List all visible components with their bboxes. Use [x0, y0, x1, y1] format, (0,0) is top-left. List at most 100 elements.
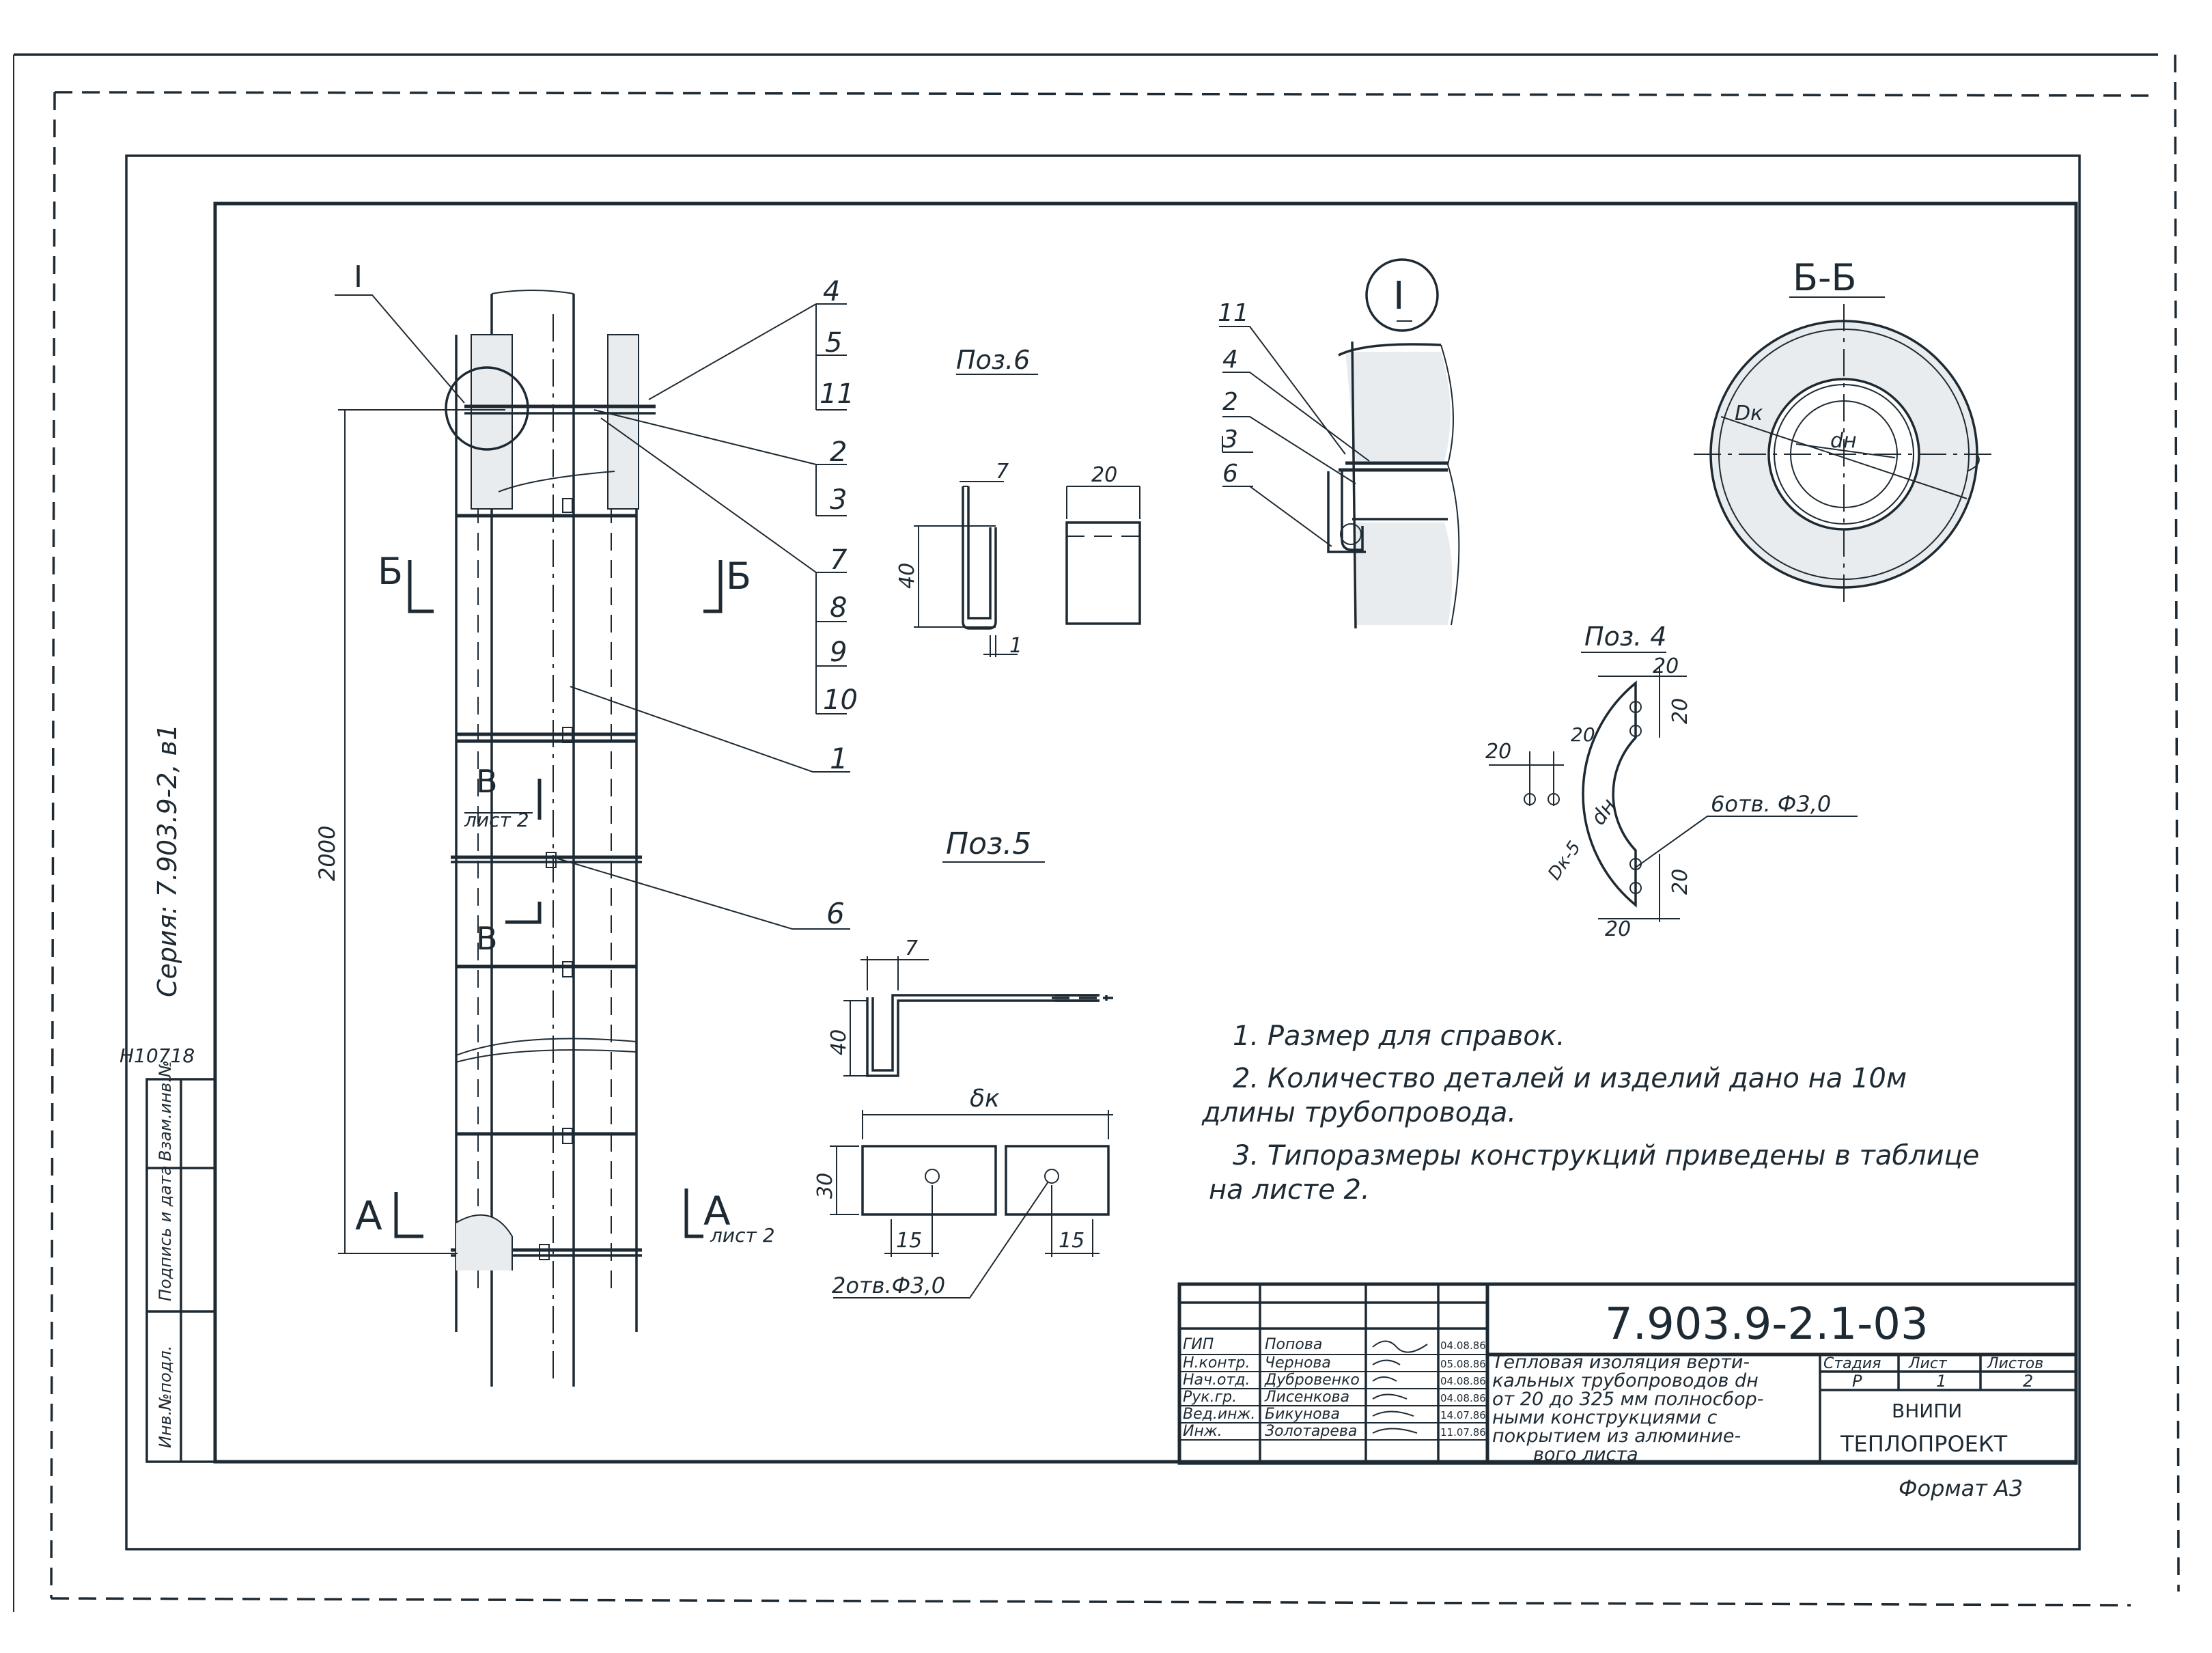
note-1: 1. Размер для справок. [1233, 1020, 1565, 1052]
section-a-left: А [355, 1193, 382, 1239]
callout-2: 2 [830, 436, 847, 468]
role-nachotd: Нач.отд. [1183, 1372, 1250, 1389]
main-pipe-view [445, 290, 656, 1387]
detail-i-callout-2: 2 [1222, 388, 1238, 416]
section-bb: Б-Б Dк dн [1694, 256, 1994, 605]
name-nachotd: Дубровенко [1264, 1372, 1360, 1389]
pos5-dim-15b: 15 [1059, 1229, 1084, 1253]
date-gip: 04.08.86 [1440, 1339, 1486, 1352]
section-a-right: А [703, 1188, 731, 1234]
pos5-dim-30: 30 [813, 1173, 837, 1199]
callout-3: 3 [830, 484, 847, 516]
date-vedinzh: 14.07.86 [1440, 1409, 1486, 1421]
sheet-value: 1 [1936, 1372, 1946, 1391]
callout-11: 11 [820, 378, 854, 410]
callout-8: 8 [830, 592, 847, 624]
section-v-top: В [476, 763, 498, 800]
callout-stack-top: 4 5 11 [648, 276, 854, 411]
pos4-dim-20-top: 20 [1653, 654, 1679, 678]
section-b-left: Б [378, 550, 403, 593]
pos6-title: Поз.6 [956, 345, 1030, 375]
role-nkontr: Н.контр. [1183, 1355, 1250, 1372]
sheet-cut-lines [13, 53, 2180, 1612]
sheet-header: Лист [1908, 1355, 1948, 1372]
detail-i-title: I [1393, 274, 1405, 318]
name-inzh: Золотарева [1265, 1423, 1357, 1440]
pos4-dn: dн [1586, 794, 1621, 830]
sheet-frame [125, 154, 2081, 1551]
side-stamp: Взам.инв.№ Подпись и дата Инв.№подл. Н10… [120, 724, 216, 1463]
description-line-1: Тепловая изоляция верти- [1492, 1352, 1750, 1373]
org-line-1: ВНИПИ [1892, 1400, 1962, 1422]
role-gip: ГИП [1183, 1336, 1214, 1353]
name-rukgr: Лисенкова [1264, 1389, 1349, 1406]
pos5-dim-7: 7 [905, 936, 918, 960]
pos5-holes-note: 2отв.Ф3,0 [832, 1273, 945, 1298]
section-v-bottom: В [476, 920, 498, 957]
archive-number: Н10718 [120, 1044, 195, 1067]
pos6-dim-40: 40 [895, 563, 919, 589]
stamp-replace-inv: Взам.инв.№ [156, 1060, 175, 1161]
signatures [1372, 1340, 1428, 1434]
description-line-6: вого листа [1533, 1444, 1638, 1465]
sheets-value: 2 [2023, 1372, 2033, 1391]
doc-code: 7.903.9-2.1-03 [1605, 1299, 1929, 1350]
pos4-detail: Поз. 4 20 20 20 20 20 20 dн Dк-5 6отв. Ф… [1485, 622, 1858, 941]
pos4-title: Поз. 4 [1584, 622, 1666, 652]
pos5-dim-bk: δк [970, 1085, 1000, 1113]
detail-i-callout-6: 6 [1222, 460, 1238, 488]
pos4-dim-20-left: 20 [1485, 740, 1511, 764]
dimension-2000: 2000 [314, 409, 505, 1254]
name-nkontr: Чернова [1265, 1355, 1331, 1372]
note-2: 2. Количество деталей и изделий дано на … [1233, 1063, 1907, 1094]
leader-6-label: 6 [826, 897, 845, 930]
description-line-3: от 20 до 325 мм полносбор- [1492, 1389, 1763, 1410]
pos4-dim-20-bot: 20 [1605, 917, 1631, 941]
callout-4: 4 [823, 276, 840, 307]
pos4-dk5: Dк-5 [1544, 837, 1585, 884]
section-a-sheet-ref: лист 2 [710, 1224, 775, 1247]
stamp-original-inv: Инв.№подл. [156, 1346, 175, 1448]
callout-5: 5 [825, 327, 842, 359]
role-rukgr: Рук.гр. [1183, 1389, 1237, 1406]
leader-6: 6 [552, 857, 850, 930]
description-line-2: кальных трубопроводов dн [1492, 1370, 1759, 1391]
callout-stack-low: 7 8 9 10 [600, 417, 858, 716]
note-2-cont: длины трубопровода. [1201, 1097, 1516, 1128]
pos5-dim-40: 40 [827, 1029, 851, 1055]
org-line-2: ТЕПЛОПРОЕКТ [1840, 1431, 2008, 1457]
series-label: Серия: 7.903.9-2, в1 [152, 724, 182, 997]
date-rukgr: 04.08.86 [1440, 1392, 1486, 1404]
detail-i: I 11 4 2 3 6 [1218, 258, 1460, 629]
callout-detail-i: I [335, 260, 465, 404]
pos6-detail: Поз.6 40 7 1 20 [895, 345, 1141, 658]
callout-7: 7 [830, 544, 848, 576]
detail-i-callout-11: 11 [1218, 299, 1249, 327]
title-block: 7.903.9-2.1-03 ГИП Н.контр. Нач.отд. Рук… [1177, 1282, 2078, 1465]
date-nachotd: 04.08.86 [1440, 1375, 1486, 1387]
pos6-dim-20: 20 [1091, 463, 1117, 487]
general-notes: 1. Размер для справок. 2. Количество дет… [1201, 1020, 1979, 1206]
section-bb-dk: Dк [1735, 402, 1763, 426]
section-bb-title: Б-Б [1793, 256, 1857, 299]
pos4-dim-20-inner: 20 [1571, 723, 1595, 746]
date-inzh: 11.07.86 [1440, 1426, 1486, 1439]
description-line-5: покрытием из алюминие- [1492, 1426, 1741, 1447]
pos5-title: Поз.5 [946, 826, 1031, 861]
role-vedinzh: Вед.инж. [1183, 1406, 1255, 1423]
section-v-sheet-ref: лист 2 [464, 809, 529, 831]
pos4-dim-20-right-bot: 20 [1668, 869, 1692, 895]
date-nkontr: 05.08.86 [1440, 1358, 1486, 1370]
pos6-dim-1: 1 [1009, 634, 1022, 658]
leader-1-label: 1 [830, 742, 848, 775]
callout-10: 10 [823, 684, 858, 716]
detail-i-callout-3: 3 [1222, 426, 1238, 454]
stage-header: Стадия [1823, 1355, 1881, 1372]
role-inzh: Инж. [1183, 1423, 1222, 1440]
leader-1: 1 [570, 686, 850, 775]
name-gip: Попова [1265, 1336, 1322, 1353]
note-3-cont: на листе 2. [1209, 1174, 1370, 1206]
callout-stack-mid: 2 3 [593, 409, 847, 516]
pos5-detail: Поз.5 7 40 δк 30 15 15 2отв.Ф3,0 [813, 826, 1113, 1298]
pos5-dim-15a: 15 [896, 1229, 922, 1253]
